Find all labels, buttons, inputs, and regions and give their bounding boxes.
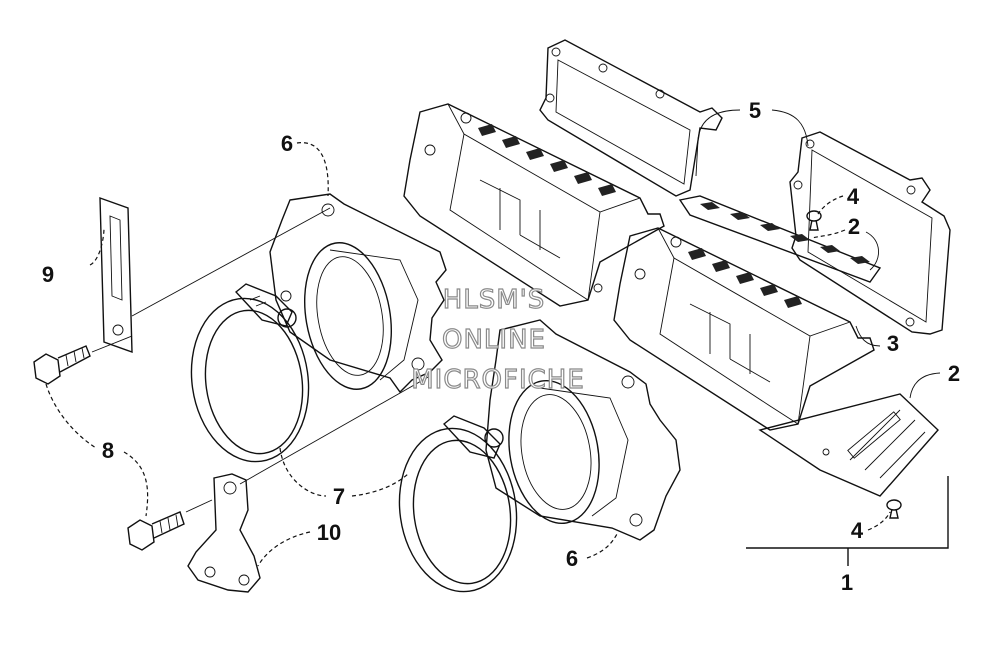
- reed-block-lower: [613, 227, 875, 431]
- gasket-right: [789, 131, 951, 335]
- callout-7: 7: [333, 484, 345, 509]
- callout-8: 8: [102, 438, 114, 463]
- watermark-line-3: MICROFICHE: [411, 365, 585, 395]
- callout-labels: 1 2 2 3 4 4 5 6 6 7 8 9 10: [42, 98, 960, 595]
- callout-2-upper: 2: [848, 214, 860, 239]
- callout-1: 1: [841, 570, 853, 595]
- bracket: [187, 473, 261, 593]
- screw-upper: [806, 210, 822, 231]
- gasket-upper: [539, 39, 723, 197]
- clamp-lower: [398, 415, 518, 593]
- callout-6-lower: 6: [566, 546, 578, 571]
- watermark-line-2: ONLINE: [442, 325, 546, 355]
- reed-block-upper: [403, 103, 665, 307]
- callout-4-lower: 4: [851, 518, 864, 543]
- callout-9: 9: [42, 262, 54, 287]
- callout-3: 3: [887, 331, 899, 356]
- callout-6-upper: 6: [281, 131, 293, 156]
- screw-lower: [886, 499, 902, 519]
- watermark-line-1: HLSM'S: [443, 285, 546, 315]
- callout-10: 10: [317, 520, 341, 545]
- intake-boot-upper: [269, 193, 447, 394]
- intake-boot-lower: [485, 319, 681, 541]
- callout-2-lower: 2: [948, 361, 960, 386]
- clamp-upper: [190, 283, 310, 463]
- reed-petal-upper: [678, 195, 882, 283]
- leader-lines: [45, 109, 949, 567]
- bolt-lower: [127, 511, 185, 551]
- bolt-upper: [33, 345, 91, 385]
- mounting-plate: [99, 196, 133, 354]
- callout-4-upper: 4: [847, 184, 860, 209]
- watermark: HLSM'S ONLINE MICROFICHE: [411, 284, 585, 395]
- reed-petal-lower: [758, 393, 939, 497]
- callout-5: 5: [749, 98, 761, 123]
